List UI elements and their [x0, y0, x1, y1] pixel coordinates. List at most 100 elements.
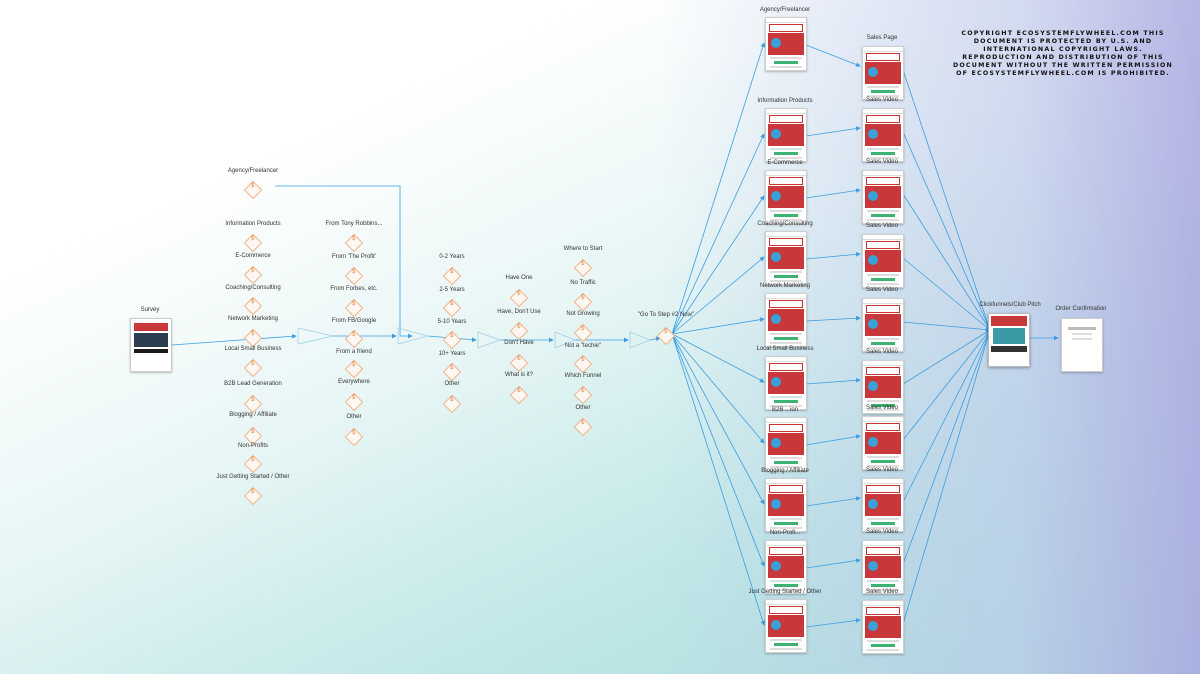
col1-option-label: Network Marketing [227, 316, 279, 322]
pitch-connector [902, 131, 991, 331]
col3-option-label: 2-5 Years [439, 287, 465, 293]
sales-page-thumbnail[interactable] [862, 170, 904, 224]
segment-page-label: B2B ...ion [771, 407, 799, 413]
sales-page-thumbnail[interactable] [862, 600, 904, 654]
segment-page-thumbnail[interactable] [765, 599, 807, 653]
sales-page-thumbnail[interactable] [862, 108, 904, 162]
survey-connector [171, 333, 297, 346]
col1-option-label: B2B Lead Generation [224, 381, 282, 387]
col1-option-label: Agency/Freelancer [227, 168, 279, 174]
col2-option-label: From FB/Google [331, 318, 377, 324]
sales-page-label: Sales Video [866, 405, 898, 411]
sales-page-thumbnail[interactable] [862, 540, 904, 594]
col4-option-label: What is it? [504, 372, 534, 378]
segment-connector [671, 333, 765, 383]
survey-label: Survey [140, 307, 160, 313]
col3-option-label: 0-2 Years [439, 254, 465, 260]
segment-connector [671, 317, 765, 335]
sales-page-thumbnail[interactable] [862, 416, 904, 470]
pitch-connector [902, 329, 991, 503]
funnel-arrow-2 [397, 327, 430, 345]
sales-connector [805, 618, 861, 628]
col4-option-label: Have One [505, 275, 533, 281]
col2-option-label: From Tony Robbins... [325, 221, 383, 227]
segment-page-label: Coaching/Consulting [757, 221, 813, 227]
col2-option-label: From Forbes, etc. [330, 286, 378, 292]
sales-connector [805, 558, 861, 569]
pitch-connector [902, 257, 991, 331]
segment-page-thumbnail[interactable] [765, 293, 807, 347]
segment-connector [671, 333, 765, 505]
sales-connector [805, 44, 861, 67]
survey-page-thumbnail[interactable] [130, 318, 172, 372]
col1-option-label: Just Getting Started / Other [216, 474, 290, 480]
segment-page-label: Local Small Business [756, 346, 814, 352]
sales-connector [805, 315, 861, 322]
sales-page-label: Sales Video [866, 287, 898, 293]
clickfunnels-pitch-thumbnail[interactable] [988, 313, 1030, 367]
sales-page-label: Sales Page [866, 35, 898, 41]
sales-connector [805, 377, 861, 385]
col3-option-label: Other [444, 381, 460, 387]
segment-connector [671, 133, 765, 335]
go-to-step-label: "Go To Step #2 Now" [637, 312, 695, 318]
col2-option-label: From a friend [336, 349, 372, 355]
segment-page-thumbnail[interactable] [765, 108, 807, 162]
col1-option-label: E-Commerce [235, 253, 271, 259]
pitch-connector [902, 193, 991, 331]
sales-page-thumbnail[interactable] [862, 478, 904, 532]
order-confirmation-thumbnail[interactable] [1061, 318, 1103, 372]
pitch-connector [902, 321, 991, 333]
col5-option-label: Which Funnel [564, 373, 602, 379]
segment-page-thumbnail[interactable] [765, 478, 807, 532]
copyright-notice: COPYRIGHT ECOSYSTEMFLYWHEEL.COM THIS DOC… [952, 30, 1174, 77]
sales-connector [805, 496, 861, 507]
sales-page-label: Sales Video [866, 529, 898, 535]
col2-option-label: Everywhere [338, 379, 370, 385]
agency-connector [275, 185, 413, 339]
col3-option-label: 5-10 Years [437, 319, 467, 325]
col1-option-label: Coaching/Consulting [225, 285, 281, 291]
order-confirmation-label: Order Confirmation [1055, 306, 1107, 312]
segment-page-thumbnail[interactable] [765, 17, 807, 71]
pitch-connector [902, 329, 991, 441]
funnel-arrow-3 [477, 331, 502, 349]
segment-page-thumbnail[interactable] [765, 540, 807, 594]
segment-page-thumbnail[interactable] [765, 170, 807, 224]
sales-page-label: Sales Video [866, 349, 898, 355]
sales-page-thumbnail[interactable] [862, 46, 904, 100]
sales-page-thumbnail[interactable] [862, 298, 904, 352]
segment-page-thumbnail[interactable] [765, 356, 807, 410]
col5-option-label: Where to Start [563, 246, 603, 252]
col5-option-label: Other [575, 405, 591, 411]
sales-page-label: Sales Video [866, 159, 898, 165]
col4-option-label: Have, Don't Use [497, 309, 541, 315]
segment-connector [671, 333, 765, 444]
segment-connector [671, 333, 765, 567]
pitch-label: Clickfunnels/Club Pitch [979, 302, 1041, 308]
sales-page-thumbnail[interactable] [862, 234, 904, 288]
sales-page-thumbnail[interactable] [862, 360, 904, 414]
segment-page-label: Agency/Freelancer [759, 7, 811, 13]
funnel-arrow-1 [297, 327, 334, 345]
segment-connector [671, 195, 765, 335]
pitch-connector [902, 69, 992, 331]
segment-page-label: Network Marketing [759, 283, 811, 289]
sales-connector [805, 188, 861, 199]
pitch-connector [902, 329, 991, 565]
segment-page-label: Information Products [757, 98, 813, 104]
segment-page-thumbnail[interactable] [765, 231, 807, 285]
col1-option-label: Information Products [225, 221, 281, 227]
sales-page-label: Sales Video [866, 97, 898, 103]
col4-option-label: Don't Have [504, 340, 534, 346]
segment-page-thumbnail[interactable] [765, 417, 807, 471]
sales-connector [805, 251, 861, 260]
segment-connector [671, 42, 766, 335]
segment-page-label: Non-Profi... [769, 530, 801, 536]
col5-option-label: No Traffic [570, 280, 596, 286]
col5-option-label: Not Growing [566, 311, 600, 317]
segment-page-label: Blogging / Affiliate [761, 468, 809, 474]
sales-page-label: Sales Video [866, 467, 898, 473]
funnel-arrow-5 [629, 331, 651, 349]
